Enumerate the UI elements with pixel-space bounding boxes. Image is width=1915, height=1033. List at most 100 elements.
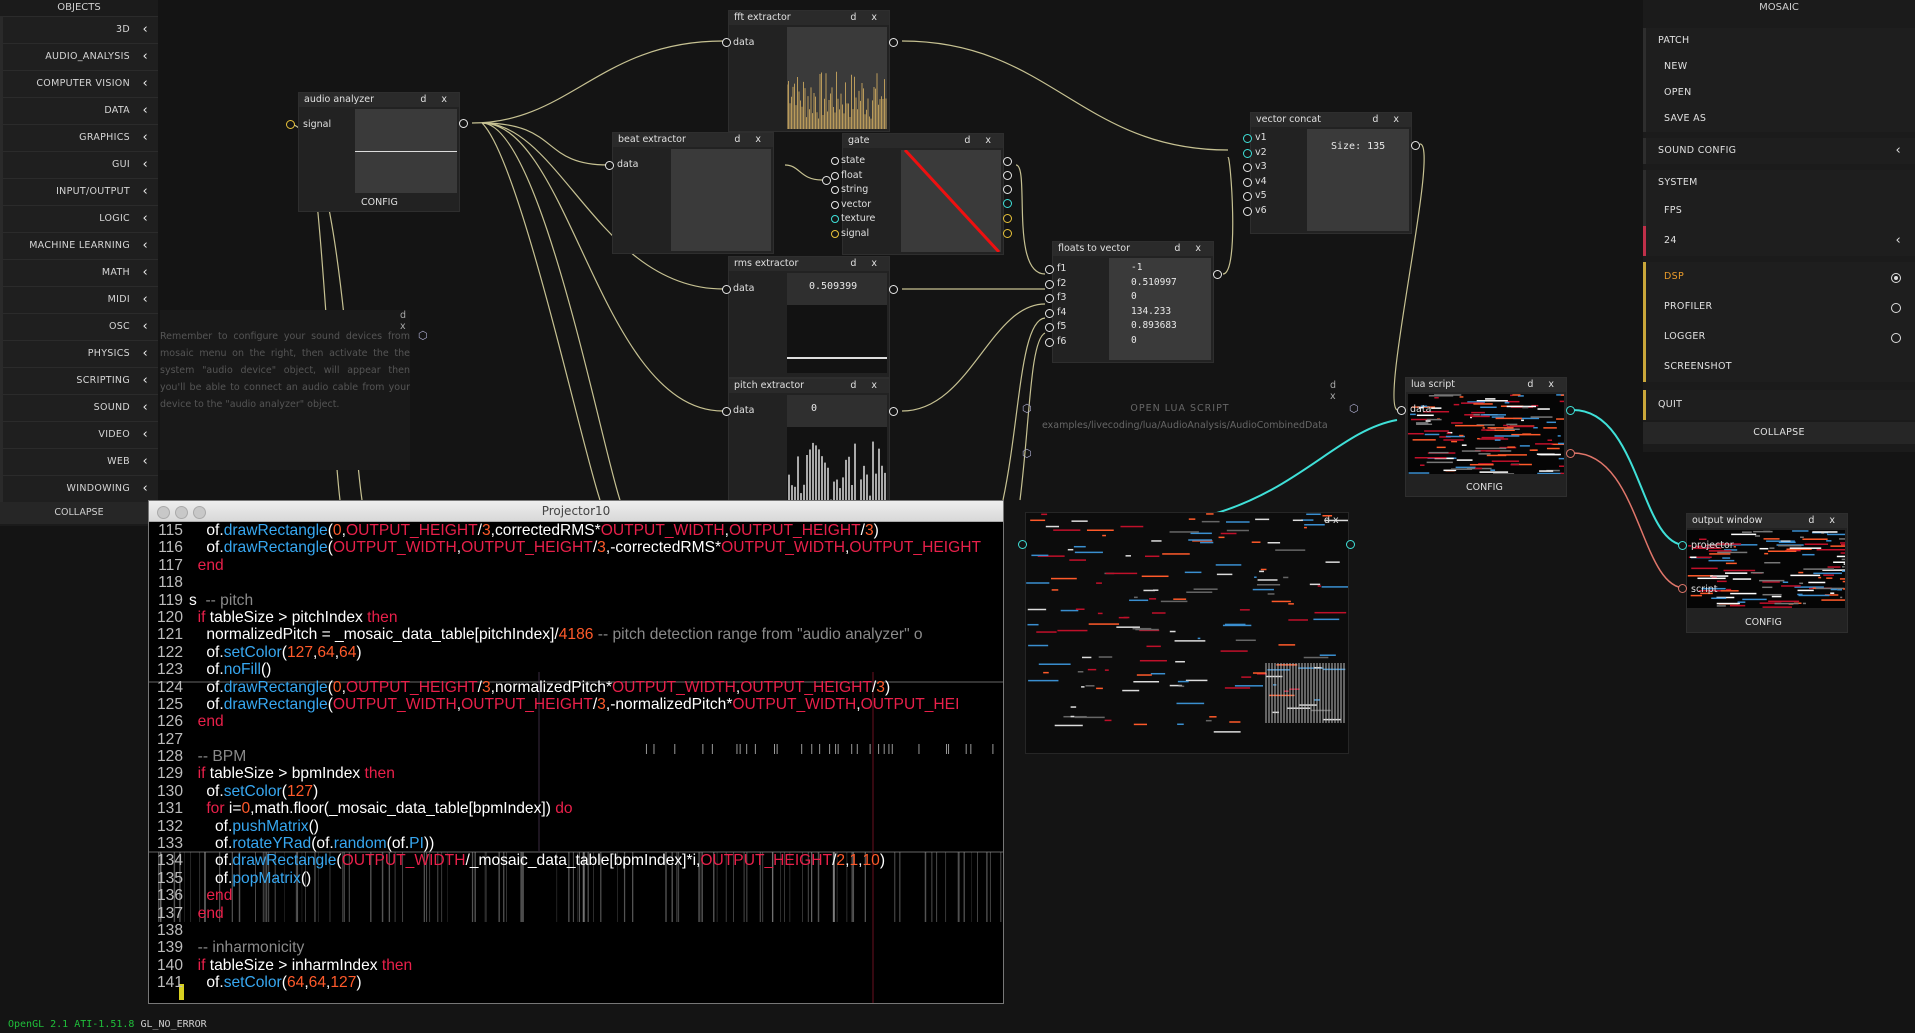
gate-output-pin[interactable] [831, 230, 839, 238]
node-controls[interactable]: d x [1174, 243, 1207, 254]
data-inlet-pin[interactable] [722, 407, 731, 416]
script-outlet-pin[interactable] [1566, 449, 1575, 458]
data-inlet-pin[interactable] [722, 38, 731, 47]
node-controls[interactable]: d x [1372, 114, 1405, 125]
float-inlet-pin[interactable] [1045, 308, 1054, 318]
vector-inlet-pin[interactable] [1243, 148, 1252, 158]
node-controls[interactable]: d x [420, 94, 453, 105]
vector-outlet-pin[interactable] [1213, 270, 1222, 279]
vector-inlet-pin[interactable] [1243, 163, 1252, 173]
data-outlet-pin[interactable] [889, 38, 898, 47]
object-category-computer-vision[interactable]: COMPUTER VISION‹ [0, 70, 158, 97]
vector-outlet-pin[interactable] [1411, 141, 1420, 150]
open-patch-button[interactable]: OPEN [1643, 80, 1915, 106]
object-category-logic[interactable]: LOGIC‹ [0, 205, 158, 232]
object-category-audio-analysis[interactable]: AUDIO_ANALYSIS‹ [0, 43, 158, 70]
object-category-graphics[interactable]: GRAPHICS‹ [0, 124, 158, 151]
objects-collapse-button[interactable]: COLLAPSE [0, 502, 158, 524]
node-controls[interactable]: d x [1808, 515, 1841, 526]
node-controls[interactable]: d x [850, 380, 883, 391]
gate-output-pin[interactable] [831, 186, 839, 195]
vector-inlet-pin[interactable] [1243, 177, 1252, 187]
data-inlet-pin[interactable] [1397, 406, 1406, 415]
fps-select[interactable]: 24‹ [1643, 226, 1915, 256]
mosaic-collapse-button[interactable]: COLLAPSE [1643, 422, 1915, 444]
data-outlet-pin[interactable] [459, 119, 468, 128]
float-inlet-pin[interactable] [1045, 338, 1054, 347]
projector-inlet-pin[interactable] [1678, 541, 1687, 550]
close-icon[interactable] [157, 506, 170, 519]
projector-window[interactable]: Projector10 115 of.drawRectangle(0,OUTPU… [148, 500, 1004, 1004]
data-outlet-pin[interactable] [889, 285, 898, 294]
config-button[interactable]: CONFIG [1466, 482, 1503, 493]
profiler-toggle[interactable]: PROFILER [1643, 292, 1915, 322]
float-inlet-pin[interactable] [1045, 265, 1054, 274]
comment-node[interactable]: d x Remember to configure your sound dev… [160, 310, 410, 470]
object-category-machine-learning[interactable]: MACHINE LEARNING‹ [0, 232, 158, 259]
node-controls[interactable]: d x [850, 258, 883, 269]
float-inlet-pin[interactable] [1045, 323, 1054, 333]
sound-config-button[interactable]: SOUND CONFIG‹ [1643, 138, 1915, 164]
texture-inlet-pin[interactable] [1018, 540, 1027, 549]
new-patch-button[interactable]: NEW [1643, 54, 1915, 80]
logger-toggle[interactable]: LOGGER [1643, 322, 1915, 352]
node-controls[interactable]: d x [1527, 379, 1560, 390]
object-category-3d[interactable]: 3D‹ [0, 16, 158, 43]
open-lua-script-button[interactable]: OPEN LUA SCRIPT [1130, 403, 1230, 414]
node-controls[interactable]: d x [850, 12, 883, 23]
object-category-input-output[interactable]: INPUT/OUTPUT‹ [0, 178, 158, 205]
gate-output-pin[interactable] [831, 157, 839, 165]
object-category-physics[interactable]: PHYSICS‹ [0, 340, 158, 367]
data-outlet-pin[interactable] [889, 407, 898, 416]
object-category-sound[interactable]: SOUND‹ [0, 394, 158, 421]
vector-inlet-pin[interactable] [1243, 207, 1252, 216]
quit-button[interactable]: QUIT [1643, 390, 1915, 420]
screenshot-button[interactable]: SCREENSHOT [1643, 352, 1915, 382]
gate-outlet-pins[interactable] [1003, 157, 1015, 247]
projector-titlebar[interactable]: Projector10 [149, 501, 1003, 522]
config-button[interactable]: CONFIG [361, 197, 398, 208]
node-controls[interactable]: d x [1330, 380, 1337, 402]
maximize-icon[interactable] [193, 506, 206, 519]
node-controls[interactable]: d x [400, 310, 407, 332]
vector-inlet-pin[interactable] [1243, 192, 1252, 202]
dsp-toggle[interactable]: DSP [1643, 262, 1915, 292]
save-as-button[interactable]: SAVE AS [1643, 106, 1915, 132]
float-inlet-pin[interactable] [1045, 294, 1054, 304]
object-category-scripting[interactable]: SCRIPTING‹ [0, 367, 158, 394]
data-inlet-pin[interactable] [722, 285, 731, 294]
gate-output-pin[interactable] [831, 171, 839, 180]
float-inlet-pin[interactable] [1045, 279, 1054, 289]
object-category-gui[interactable]: GUI‹ [0, 151, 158, 178]
object-category-osc[interactable]: OSC‹ [0, 313, 158, 340]
node-controls[interactable]: d x [964, 135, 997, 146]
object-category-web[interactable]: WEB‹ [0, 448, 158, 475]
lua-loader-node[interactable]: d x OPEN LUA SCRIPT examples/livecoding/… [1030, 380, 1336, 440]
float-inlet-pin[interactable] [822, 176, 831, 185]
object-category-math[interactable]: MATH‹ [0, 259, 158, 286]
object-category-windowing[interactable]: WINDOWING‹ [0, 475, 158, 502]
object-category-data[interactable]: DATA‹ [0, 97, 158, 124]
object-category-midi[interactable]: MIDI‹ [0, 286, 158, 313]
config-button[interactable]: CONFIG [1745, 617, 1782, 628]
node-controls[interactable]: d x [734, 134, 767, 145]
gate-output-pin[interactable] [831, 215, 839, 224]
